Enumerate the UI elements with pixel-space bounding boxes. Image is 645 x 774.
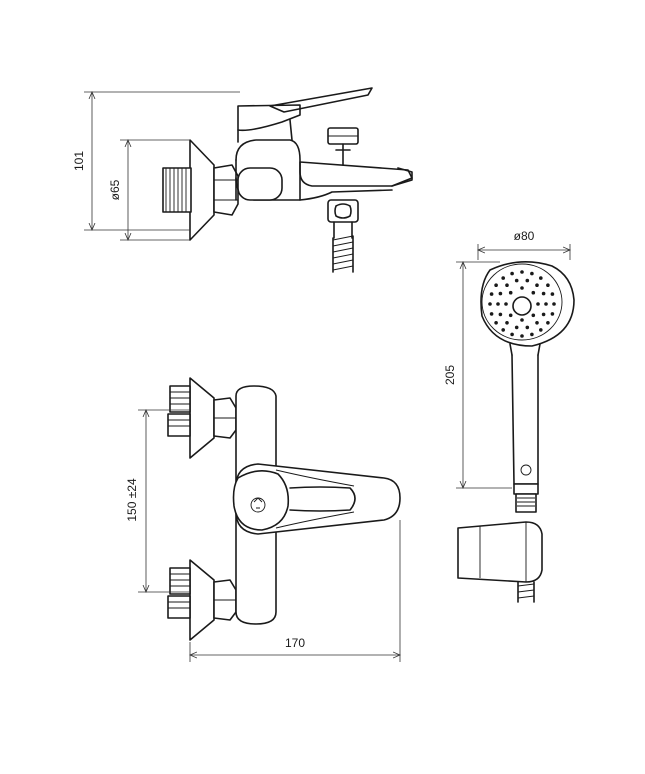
nozzle	[505, 283, 509, 288]
nozzle	[546, 283, 550, 288]
nozzle	[530, 332, 534, 337]
nozzle	[489, 292, 494, 296]
nozzle	[514, 325, 519, 330]
nozzle	[530, 271, 534, 276]
dimension-diameter-80: ø80	[478, 229, 570, 260]
nozzle	[539, 276, 543, 280]
nozzle	[535, 283, 539, 288]
nozzle	[494, 283, 498, 288]
dimension-170: 170	[190, 520, 400, 662]
nozzle	[535, 321, 539, 325]
nozzle	[525, 325, 530, 330]
nozzle	[498, 312, 503, 317]
nozzle	[520, 318, 524, 322]
side-view	[162, 87, 413, 273]
nozzle	[498, 291, 503, 296]
shower-nozzles	[488, 270, 556, 338]
nozzle	[520, 286, 524, 290]
nozzle	[496, 302, 500, 306]
dimension-diameter-65: ø65	[108, 140, 190, 240]
nozzle	[501, 276, 506, 280]
nozzle	[541, 291, 546, 296]
nozzle	[552, 302, 556, 306]
dimension-diameter-80-label: ø80	[514, 229, 535, 243]
brand-logo-icon	[250, 497, 266, 513]
nozzle	[508, 313, 513, 318]
dimension-205: 205	[443, 262, 512, 488]
hand-shower	[457, 261, 575, 603]
nozzle	[501, 328, 506, 332]
nozzle	[544, 302, 548, 306]
dimension-205-label: 205	[443, 365, 457, 385]
nozzle	[539, 328, 543, 332]
front-view	[167, 377, 401, 641]
dimension-101: 101	[72, 92, 240, 230]
nozzle	[504, 302, 508, 306]
nozzle	[541, 312, 546, 317]
dimension-150-24: 150 ±24	[125, 410, 190, 592]
nozzle	[525, 278, 530, 283]
nozzle	[489, 312, 494, 316]
nozzle	[508, 290, 513, 295]
nozzle	[488, 302, 492, 306]
nozzle	[510, 332, 514, 337]
dimension-170-label: 170	[285, 636, 305, 650]
nozzle	[505, 321, 509, 325]
nozzle	[520, 334, 524, 338]
nozzle	[550, 312, 555, 316]
nozzle	[510, 271, 514, 276]
nozzle	[531, 290, 536, 295]
dimension-diameter-65-label: ø65	[108, 179, 122, 200]
dimension-101-label: 101	[72, 151, 86, 171]
nozzle	[536, 302, 540, 306]
nozzle	[550, 292, 555, 296]
nozzle	[546, 321, 550, 325]
nozzle	[531, 313, 536, 318]
dimension-150-24-label: 150 ±24	[125, 478, 139, 522]
nozzle	[514, 278, 519, 283]
nozzle	[520, 270, 524, 274]
nozzle	[494, 321, 498, 325]
